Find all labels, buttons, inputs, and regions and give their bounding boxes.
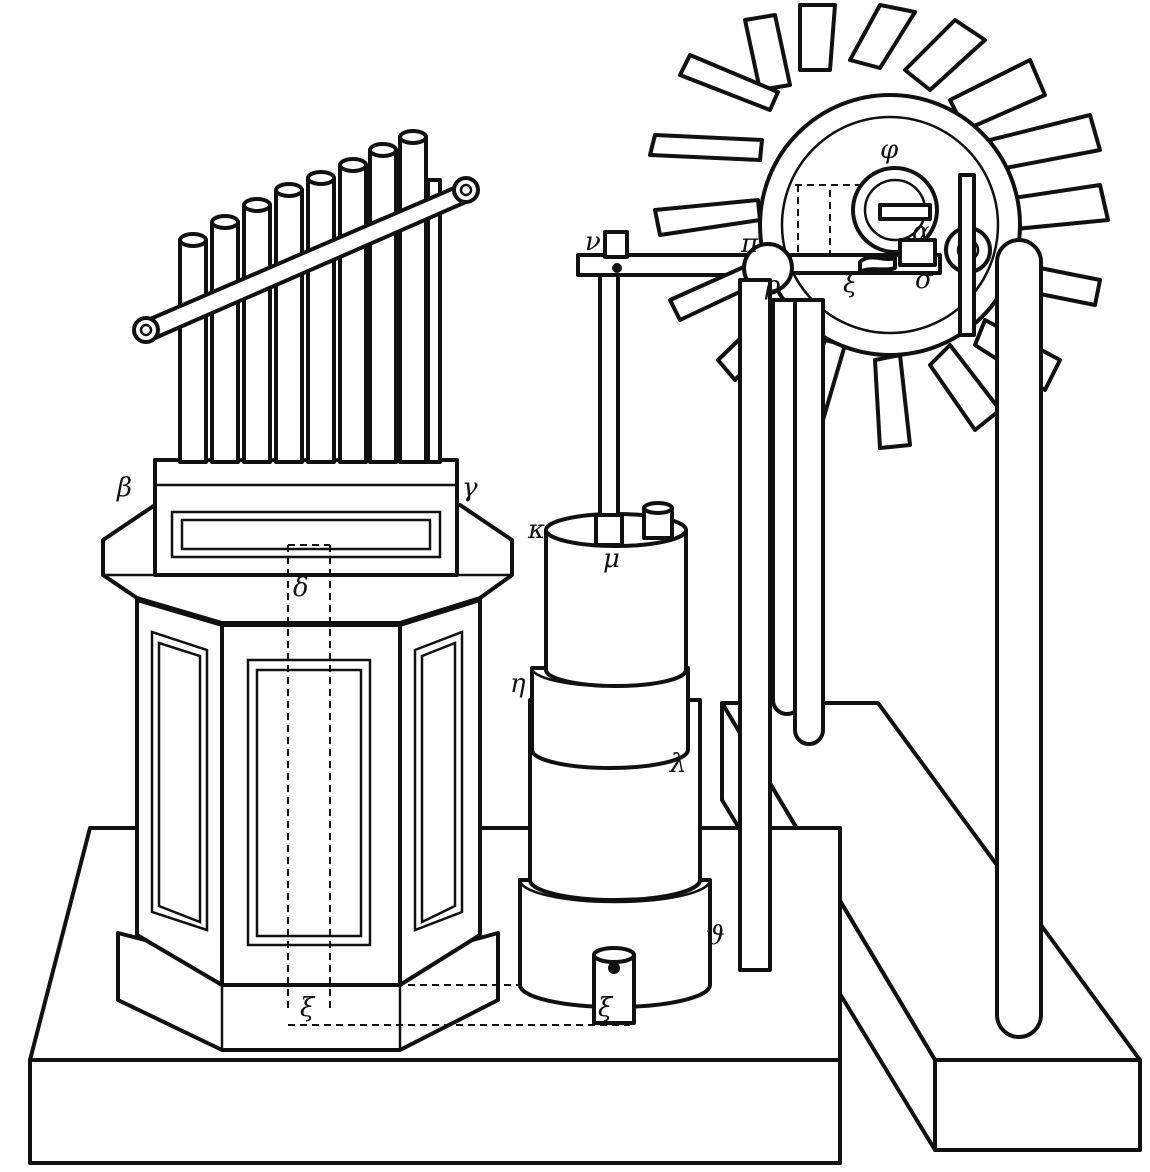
label-xi-base-left: ξ — [300, 993, 316, 1023]
label-lambda: λ — [669, 749, 686, 779]
windmill-axle-mechanism — [742, 173, 992, 337]
label-rho: ρ — [764, 271, 781, 301]
frame-posts — [738, 238, 1043, 1039]
label-beta: β — [116, 473, 132, 503]
organ-pipes — [178, 129, 442, 464]
windmill-hub — [758, 93, 1022, 357]
label-delta: δ — [293, 573, 309, 603]
label-kappa: κ — [527, 515, 545, 545]
label-sigma: σ — [915, 265, 934, 295]
label-theta: ϑ — [706, 921, 725, 951]
label-xi-rod: ξ — [843, 269, 859, 299]
label-nu: ν — [585, 227, 601, 257]
label-xi-base-right: ξ — [598, 993, 614, 1023]
label-eta: η — [510, 669, 526, 699]
label-phi: φ — [880, 135, 899, 165]
diagram-labels: β γ δ κ μ ν η λ ϑ ξ ξ ξ φ ρ π σ α — [116, 135, 934, 1023]
label-gamma: γ — [462, 473, 478, 503]
label-pi: π — [740, 229, 759, 259]
wind-cylinder — [518, 501, 712, 1025]
pipe-stay-bar — [132, 176, 480, 344]
label-mu: μ — [603, 544, 620, 574]
label-alpha: α — [912, 217, 930, 247]
organ-pedestal — [101, 458, 630, 1052]
